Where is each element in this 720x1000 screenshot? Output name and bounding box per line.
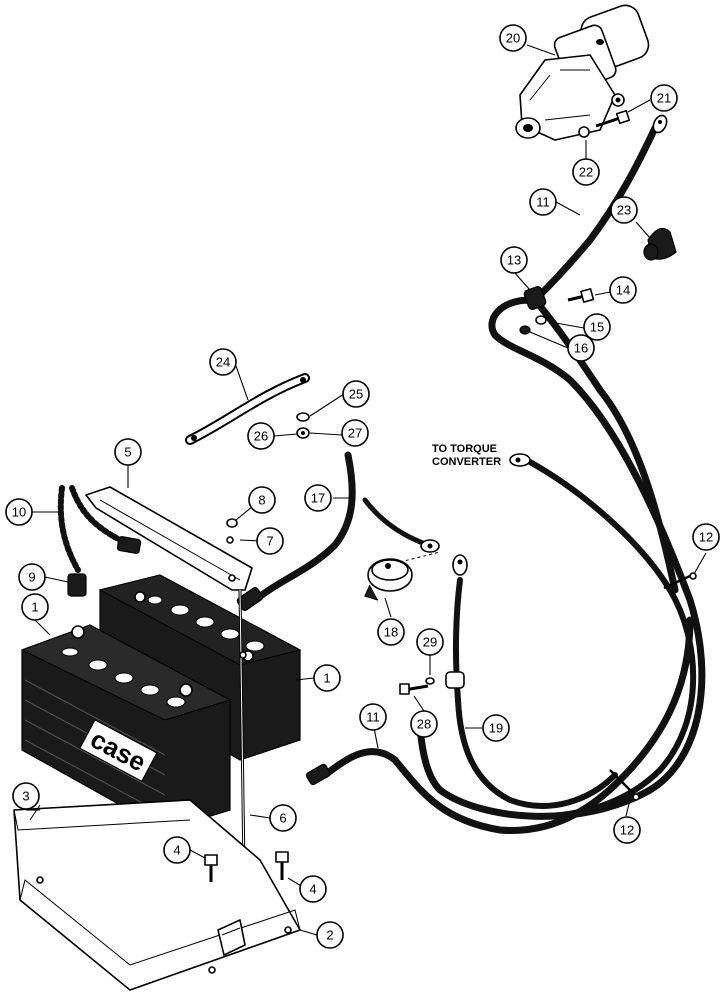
callout-11-lower: 11 [359, 703, 387, 731]
battery-cables [254, 124, 706, 834]
callout-28-label: 28 [417, 717, 431, 732]
note-line-1: TO TORQUE [432, 443, 497, 455]
battery-hold-down-bracket [85, 486, 253, 591]
callout-7: 7 [256, 527, 284, 555]
callout-4-left-label: 4 [173, 843, 180, 858]
cable-19-clamp [399, 671, 465, 695]
callout-23: 23 [610, 196, 638, 224]
battery-front: case [20, 624, 232, 831]
callout-16-label: 16 [574, 341, 588, 356]
callout-24: 24 [209, 348, 237, 376]
battery-relay [364, 551, 441, 601]
callout-23-label: 23 [617, 203, 631, 218]
callout-13-label: 13 [507, 253, 521, 268]
ground-strap [185, 373, 310, 445]
leader-lines [26, 44, 707, 936]
callout-24-label: 24 [216, 355, 230, 370]
cable-clip-lower [609, 769, 640, 801]
cable-clamp-hardware [519, 286, 595, 335]
callout-12-lower-label: 12 [620, 823, 634, 838]
callout-5: 5 [114, 438, 142, 466]
callout-8: 8 [248, 486, 276, 514]
callout-26: 26 [247, 422, 275, 450]
callout-14: 14 [609, 276, 637, 304]
callout-17: 17 [304, 484, 332, 512]
callout-18-label: 18 [384, 625, 398, 640]
callout-10: 10 [5, 498, 33, 526]
battery-tray [13, 799, 301, 991]
callout-2: 2 [316, 921, 344, 949]
callout-19-label: 19 [489, 721, 503, 736]
callout-21-label: 21 [657, 91, 671, 106]
callout-11-upper-label: 11 [536, 195, 550, 210]
callout-29: 29 [416, 628, 444, 656]
callout-19: 19 [482, 714, 510, 742]
note-line-2: CONVERTER [432, 456, 501, 468]
callout-7-label: 7 [266, 534, 273, 549]
callout-2-label: 2 [326, 928, 333, 943]
callout-4-right-label: 4 [309, 882, 316, 897]
callout-16: 16 [567, 334, 595, 362]
callout-27-label: 27 [348, 426, 362, 441]
callout-15-label: 15 [590, 320, 604, 335]
callout-25-label: 25 [349, 387, 363, 402]
callout-12-upper-label: 12 [699, 530, 713, 545]
callout-26-label: 26 [254, 429, 268, 444]
callout-27: 27 [341, 419, 369, 447]
callout-14-label: 14 [616, 283, 630, 298]
callout-11-lower-label: 11 [366, 710, 380, 725]
tray-bolts [204, 851, 289, 882]
callout-6: 6 [269, 804, 297, 832]
callout-22-label: 22 [579, 165, 593, 180]
callout-6-label: 6 [279, 811, 286, 826]
callout-12-upper: 12 [692, 523, 720, 551]
callout-1-left-label: 1 [31, 600, 38, 615]
terminal-boot [643, 227, 677, 261]
callout-21: 21 [650, 84, 678, 112]
starter-terminal-bolt [595, 109, 631, 128]
callout-3: 3 [12, 782, 40, 810]
callout-1-right-label: 1 [323, 671, 330, 686]
callout-18: 18 [377, 618, 405, 646]
cable-clip-upper [663, 572, 697, 590]
callout-4-left: 4 [163, 836, 191, 864]
callout-9-label: 9 [28, 570, 35, 585]
callout-10-label: 10 [12, 505, 26, 520]
callout-13: 13 [500, 246, 528, 274]
callout-20-label: 20 [506, 31, 520, 46]
coiled-cable [57, 485, 142, 597]
callout-4-right: 4 [299, 875, 327, 903]
callout-20: 20 [499, 24, 527, 52]
callout-28: 28 [410, 710, 438, 738]
callout-5-label: 5 [124, 445, 131, 460]
callout-15: 15 [583, 313, 611, 341]
cable-terminals [236, 114, 668, 786]
callout-17-label: 17 [311, 491, 325, 506]
callout-8-label: 8 [258, 493, 265, 508]
callout-12-lower: 12 [613, 816, 641, 844]
callout-9: 9 [18, 563, 46, 591]
callout-25: 25 [342, 380, 370, 408]
callout-1-left: 1 [21, 593, 49, 621]
callout-11-upper: 11 [529, 188, 557, 216]
callout-22: 22 [572, 158, 600, 186]
callout-29-label: 29 [423, 635, 437, 650]
callout-1-right: 1 [313, 664, 341, 692]
callout-3-label: 3 [22, 789, 29, 804]
torque-converter-note: TO TORQUE CONVERTER [432, 443, 501, 468]
starter-motor [515, 4, 650, 141]
